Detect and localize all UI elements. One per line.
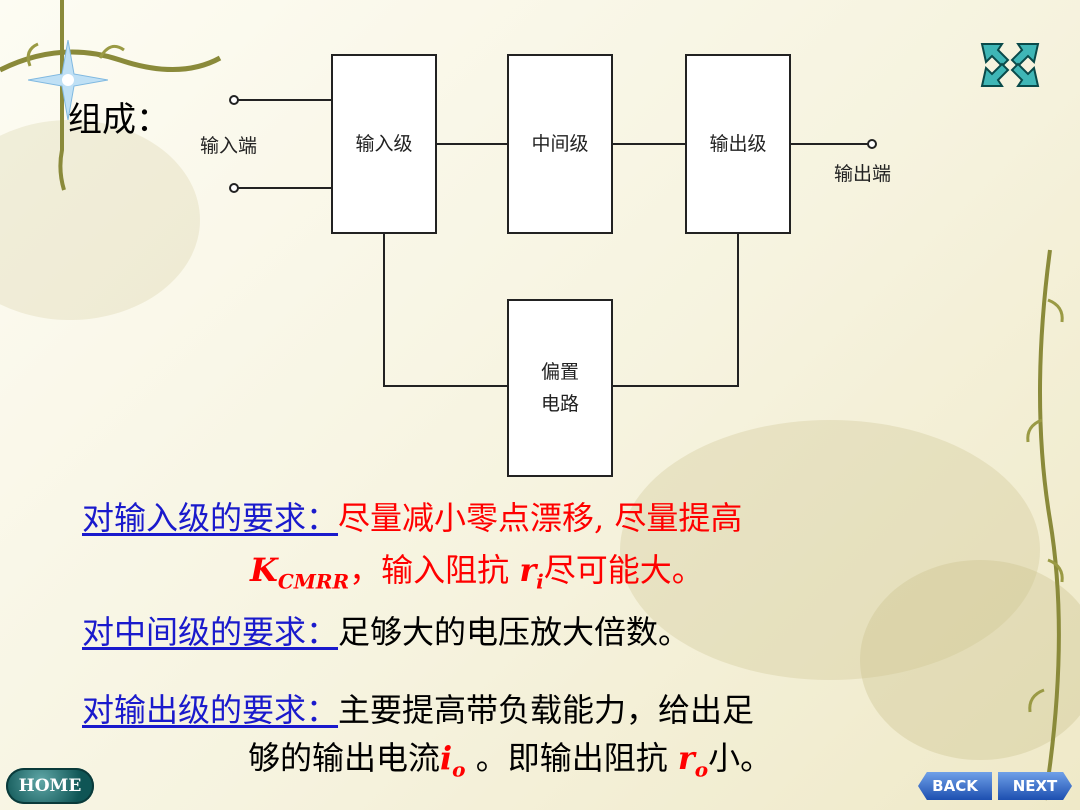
input-requirement-heading[interactable]: 对输入级的要求： <box>82 499 339 537</box>
output-impedance-end: 小。 <box>708 739 773 777</box>
output-stage-requirement-line2: 够的输出电流io 。即输出阻抗 ro小。 <box>248 738 772 789</box>
bias-circuit-block <box>507 299 613 477</box>
bias-label-line2: 电路 <box>541 393 579 415</box>
io-symbol: i <box>440 739 453 777</box>
input-terminal-label: 输入端 <box>200 135 257 157</box>
bias-label-line1: 偏置 <box>541 361 579 383</box>
input-stage-requirement: 对输入级的要求：尽量减小零点漂移, 尽量提高 <box>82 498 742 538</box>
input-impedance-end: 尽可能大。 <box>543 551 704 589</box>
output-current-text: 够的输出电流 <box>248 739 441 777</box>
middle-requirement-text: 足够大的电压放大倍数。 <box>338 613 691 651</box>
input-stage-requirement-line2: KCMRR，输入阻抗 ri尽可能大。 <box>250 550 704 601</box>
back-button[interactable]: BACK <box>918 772 992 800</box>
ri-subscript: i <box>536 569 544 594</box>
output-stage-requirement: 对输出级的要求：主要提高带负载能力，给出足 <box>82 690 754 730</box>
next-button[interactable]: NEXT <box>998 772 1072 800</box>
input-requirement-line1: 尽量减小零点漂移, 尽量提高 <box>338 499 743 537</box>
ro-subscript: o <box>694 757 709 782</box>
middle-stage-requirement: 对中间级的要求：足够大的电压放大倍数。 <box>82 612 690 652</box>
io-subscript: o <box>452 757 466 782</box>
middle-requirement-heading[interactable]: 对中间级的要求： <box>82 613 339 651</box>
close-arrows-icon[interactable] <box>978 40 1042 90</box>
output-impedance-text: 。即输出阻抗 <box>465 739 678 777</box>
input-stage-label: 输入级 <box>355 133 412 155</box>
kcmrr-symbol: K <box>250 551 278 589</box>
output-requirement-heading[interactable]: 对输出级的要求： <box>82 691 339 729</box>
amplifier-block-diagram: 输入端 输出端 输入级 中间级 输出级 偏置 电路 <box>200 54 891 477</box>
middle-stage-label: 中间级 <box>531 133 588 155</box>
background-leaf <box>620 420 1040 680</box>
middle-stage-block <box>507 54 613 234</box>
slide-title: 组成： <box>68 100 170 140</box>
output-terminal-label: 输出端 <box>834 163 891 185</box>
input-impedance-text: ，输入阻抗 <box>349 551 520 589</box>
background-leaf <box>860 560 1080 760</box>
home-button[interactable]: HOME <box>6 768 94 804</box>
sparkle-star-icon <box>28 40 108 120</box>
background-leaf <box>0 120 200 320</box>
output-stage-label: 输出级 <box>709 133 766 155</box>
kcmrr-subscript: CMRR <box>277 569 350 594</box>
ri-symbol: r <box>519 551 537 589</box>
ro-symbol: r <box>677 739 695 777</box>
output-requirement-line1: 主要提高带负载能力，给出足 <box>338 691 755 729</box>
